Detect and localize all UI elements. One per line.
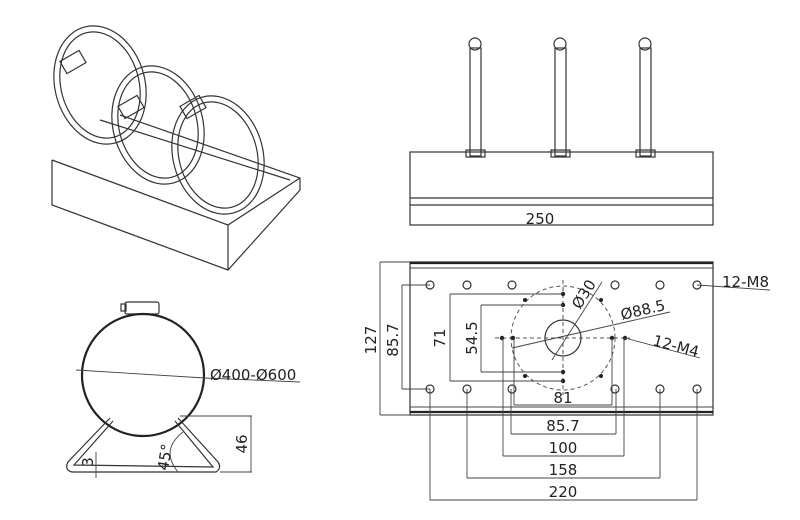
plan-view: 127 85.7 71 54.5 81 Ø30 Ø88.5 12-M4 12-M…: [362, 261, 771, 501]
dim-85-7-vertical: 85.7: [384, 323, 402, 356]
dim-220: 220: [549, 483, 578, 501]
isometric-view: [51, 25, 301, 271]
dim-100: 100: [549, 439, 578, 457]
pole-diameter-label: Ø400-Ø600: [210, 366, 296, 384]
dim-81: 81: [553, 389, 572, 407]
dim-54-5: 54.5: [463, 321, 481, 354]
m8-holes-label: 12-M8: [722, 273, 769, 291]
angle-45-label: 45°: [154, 442, 176, 471]
bolt-rod-right: [635, 37, 656, 158]
m4-holes-label: 12-M4: [651, 331, 701, 361]
front-view: Ø400-Ø600 46 3 45°: [66, 301, 301, 478]
thickness-3-label: 3: [79, 457, 97, 467]
bolt-rod-left: [465, 37, 486, 158]
bolt-rod-middle: [550, 37, 571, 158]
dim-71: 71: [431, 328, 449, 347]
side-view: 250: [409, 37, 714, 228]
height-46-label: 46: [233, 434, 251, 453]
dim-85-7-horizontal: 85.7: [546, 417, 579, 435]
diameter-30-label: Ø30: [568, 276, 600, 312]
width-250-label: 250: [526, 210, 555, 228]
dim-127: 127: [362, 326, 380, 355]
dim-158: 158: [549, 461, 578, 479]
diameter-88-5-label: Ø88.5: [619, 296, 667, 324]
m8-holes: [425, 280, 702, 394]
